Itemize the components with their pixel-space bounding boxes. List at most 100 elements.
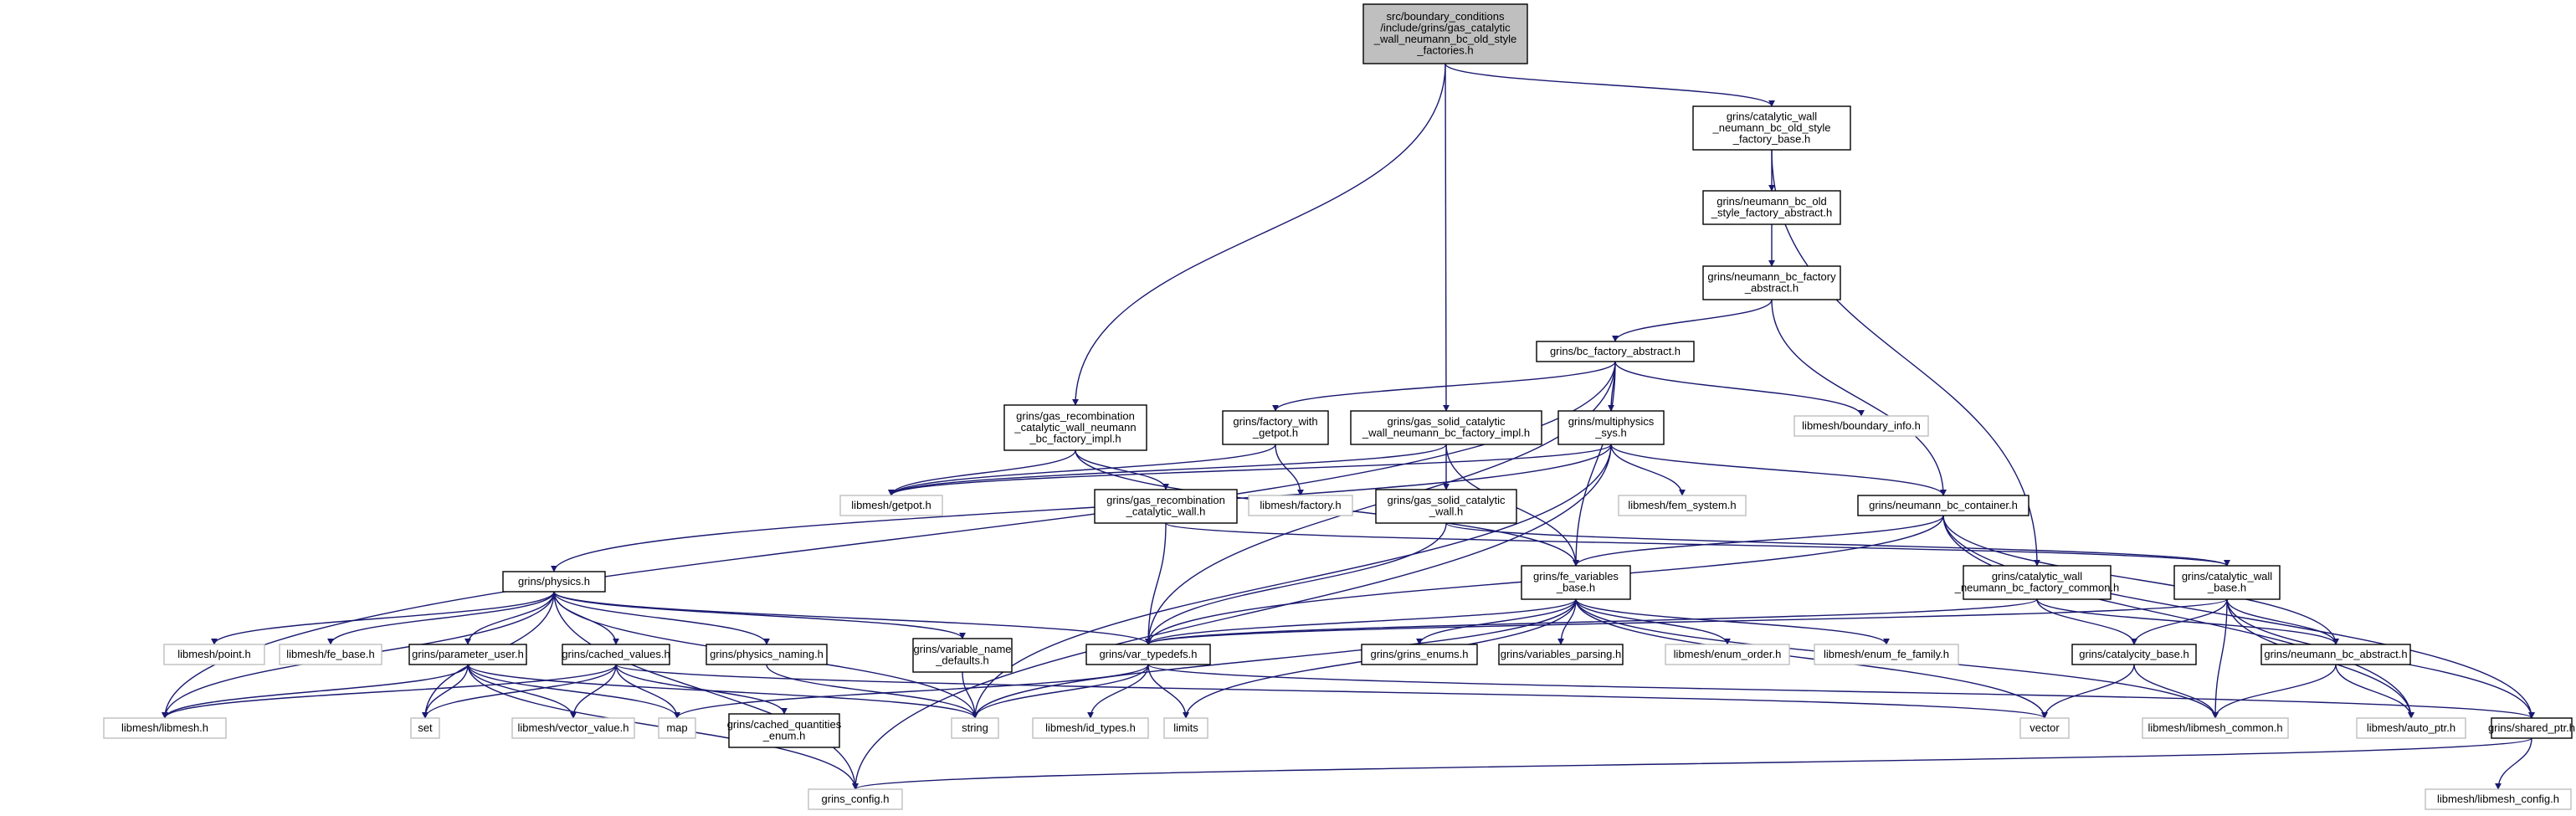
edge-gas_solid_cw-to-cw_base (1445, 522, 2230, 567)
node-grins-grins-enums-h[interactable]: grins/grins_enums.h (1361, 644, 1478, 665)
edge-physics-to-var_name_defaults (553, 591, 966, 639)
node-label-line: libmesh/fe_base.h (286, 648, 375, 660)
edge-nbc_factory_abs-to-bc_factory_abs (1612, 299, 1773, 342)
node-box (1702, 190, 1841, 225)
node-set: set (410, 717, 440, 739)
node-grins-var-typedefs-h[interactable]: grins/var_typedefs.h (1085, 644, 1211, 665)
node-label-line: /include/grins/gas_catalytic (1380, 22, 1511, 34)
node-box (1003, 404, 1147, 451)
node-libmesh-fem-system-h: libmesh/fem_system.h (1618, 495, 1747, 516)
node-grins-cached-quantities-enum-h[interactable]: grins/cached_quantities_enum.h (727, 713, 842, 748)
edge-cached_values-to-map (615, 664, 680, 719)
node-grins-gas-recombination-catalytic-wall-neumann-bc-factory-impl-h[interactable]: grins/gas_recombination_catalytic_wall_n… (1003, 404, 1147, 451)
node-grins-neumann-bc-container-h[interactable]: grins/neumann_bc_container.h (1857, 495, 2029, 516)
node-grins-variable-name-defaults-h[interactable]: grins/variable_name_defaults.h (912, 638, 1013, 673)
node-grins-gas-recombination-catalytic-wall-h[interactable]: grins/gas_recombination_catalytic_wall.h (1094, 489, 1238, 524)
node-grins-physics-h[interactable]: grins/physics.h (502, 571, 606, 593)
edge-multiphysics-to-getpot (888, 444, 1612, 496)
node-label-line: grins/catalytic_wall (2182, 570, 2272, 582)
node-box (1222, 410, 1329, 445)
node-grins-catalytic-wall-neumann-bc-old-style-factory-base-h[interactable]: grins/catalytic_wall_neumann_bc_old_styl… (1692, 105, 1851, 151)
node-box (1521, 565, 1631, 600)
node-grins-gas-solid-catalytic-wall-neumann-bc-factory-impl-h[interactable]: grins/gas_solid_catalytic_wall_neumann_b… (1350, 410, 1542, 445)
node-libmesh-auto-ptr-h: libmesh/auto_ptr.h (2356, 717, 2466, 739)
edge-cached_values-to-vector (615, 664, 2048, 719)
node-box (2425, 788, 2572, 810)
edge-shared_ptr-to-grins_config (852, 737, 2532, 790)
node-box (808, 788, 903, 810)
node-grins-physics-naming-h[interactable]: grins/physics_naming.h (706, 644, 828, 665)
edge-cw_base-to-nbc_abstract (2226, 598, 2339, 645)
edge-cw_common-to-catalycity_base (2036, 598, 2137, 645)
node-box (1163, 717, 1208, 739)
node-label-line: grins/catalytic_wall (1992, 570, 2082, 582)
node-label-line: grins/neumann_bc_old (1716, 195, 1827, 208)
node-label-line: grins/neumann_bc_factory (1707, 270, 1836, 283)
node-grins-catalytic-wall-neumann-bc-factory-common-h[interactable]: grins/catalytic_wall_neumann_bc_factory_… (1954, 565, 2120, 600)
node-grins-bc-factory-abstract-h[interactable]: grins/bc_factory_abstract.h (1536, 341, 1695, 362)
node-box (103, 717, 227, 739)
node-box (1557, 410, 1665, 445)
node-grins-shared-ptr-h[interactable]: grins/shared_ptr.h (2488, 717, 2575, 739)
edge-var_typedefs-to-map (674, 664, 1149, 719)
node-grins-cached-values-h[interactable]: grins/cached_values.h (562, 644, 670, 665)
node-label-line: _catalytic_wall.h (1126, 506, 1206, 518)
node-label-line: vector (2029, 721, 2060, 734)
node-grins-gas-solid-catalytic-wall-h[interactable]: grins/gas_solid_catalytic_wall.h (1375, 489, 1517, 524)
node-grins-catalycity-base-h[interactable]: grins/catalycity_base.h (2071, 644, 2197, 665)
node-src-boundary-conditions-include-grins-gas-catalytic-wall-neumann-bc-old-style-factories-h[interactable]: src/boundary_conditions/include/grins/ga… (1362, 3, 1528, 64)
node-grins-neumann-bc-abstract-h[interactable]: grins/neumann_bc_abstract.h (2260, 644, 2411, 665)
node-libmesh-enum-order-h: libmesh/enum_order.h (1665, 644, 1790, 665)
node-label-line: libmesh/boundary_info.h (1802, 419, 1921, 432)
edge-root-to-gas_solid_impl (1442, 63, 1450, 412)
node-label-line: libmesh/fem_system.h (1628, 499, 1736, 511)
edge-nbc_factory_abs-to-nbc_container (1771, 299, 1947, 496)
node-grins-fe-variables-base-h[interactable]: grins/fe_variables_base.h (1521, 565, 1631, 600)
edge-gas_recomb_impl-to-getpot (888, 449, 1076, 496)
edge-multiphysics-to-nbc_container (1610, 444, 1947, 496)
node-label-line: _neumann_bc_old_style (1712, 121, 1831, 134)
node-label-line: libmesh/enum_fe_family.h (1824, 648, 1949, 660)
edge-gas_recomb_cw-to-var_typedefs (1145, 522, 1167, 645)
edge-param_user-to-libmesh_h (162, 664, 469, 719)
edges-layer (162, 63, 2535, 790)
node-grins-neumann-bc-old-style-factory-abstract-h[interactable]: grins/neumann_bc_old_style_factory_abstr… (1702, 190, 1841, 225)
node-grins-catalytic-wall-base-h[interactable]: grins/catalytic_wall_base.h (2173, 565, 2281, 600)
node-libmesh-getpot-h: libmesh/getpot.h (839, 495, 943, 516)
node-label-line: libmesh/getpot.h (851, 499, 931, 511)
node-box (279, 644, 382, 665)
node-grins-variables-parsing-h[interactable]: grins/variables_parsing.h (1498, 644, 1624, 665)
edge-shared_ptr-to-libmesh_config (2495, 737, 2532, 790)
node-label-line: limits (1173, 721, 1198, 734)
node-label-line: grins/variable_name (913, 643, 1011, 655)
nodes-layer: src/boundary_conditions/include/grins/ga… (103, 3, 2575, 810)
edge-bc_factory_abs-to-factory_getpot (1272, 361, 1616, 412)
node-limits: limits (1163, 717, 1208, 739)
edge-fe_vars_base-to-grins_enums (1416, 598, 1577, 645)
node-grins-factory-with-getpot-h[interactable]: grins/factory_with_getpot.h (1222, 410, 1329, 445)
edge-nbc_container-to-fe_vars_base (1573, 515, 1944, 567)
node-label-line: _sys.h (1594, 427, 1627, 439)
node-grins-neumann-bc-factory-abstract-h[interactable]: grins/neumann_bc_factory_abstract.h (1702, 265, 1841, 300)
node-box (1963, 565, 2112, 600)
node-label-line: grins/catalytic_wall (1727, 110, 1817, 122)
node-label-line: map (666, 721, 687, 734)
node-box (1248, 495, 1353, 516)
node-grins-multiphysics-sys-h[interactable]: grins/multiphysics_sys.h (1557, 410, 1665, 445)
node-label-line: grins/gas_solid_catalytic (1388, 494, 1506, 506)
node-grins-parameter-user-h[interactable]: grins/parameter_user.h (408, 644, 527, 665)
edge-physics-to-physics_naming (553, 591, 770, 645)
node-libmesh-libmesh-config-h: libmesh/libmesh_config.h (2425, 788, 2572, 810)
edge-multiphysics-to-grins_config (852, 444, 1612, 790)
edge-cached_values-to-libmesh_h (162, 664, 617, 719)
node-box (1536, 341, 1695, 362)
node-label-line: _neumann_bc_factory_common.h (1954, 582, 2120, 594)
edge-cw_common-to-var_typedefs (1145, 598, 2038, 645)
node-box (1094, 489, 1238, 524)
node-label-line: string (962, 721, 988, 734)
node-label-line: _bc_factory_impl.h (1029, 432, 1121, 444)
edge-nbc_abstract-to-libmesh_common (2212, 664, 2337, 719)
node-box (2260, 644, 2411, 665)
edge-cw_common-to-nbc_abstract (2036, 598, 2339, 645)
edge-cw_base-to-libmesh_common (2212, 598, 2228, 719)
